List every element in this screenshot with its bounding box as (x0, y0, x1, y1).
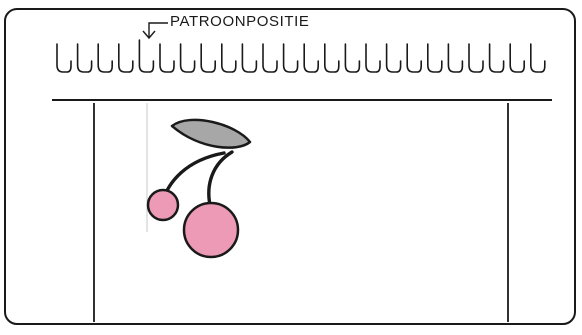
cherry-small (148, 190, 178, 220)
cherry-large (184, 203, 238, 257)
pattern-position-label: PATROONPOSITIE (170, 13, 310, 30)
